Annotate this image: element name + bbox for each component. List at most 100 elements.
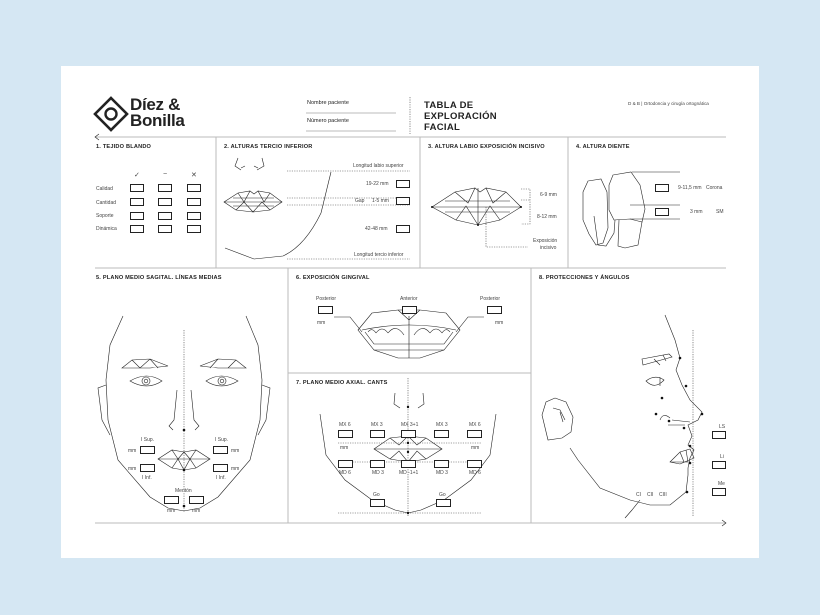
brand-name-line1: Díez & bbox=[130, 95, 181, 114]
input-box[interactable] bbox=[140, 464, 155, 472]
neutral-header: − bbox=[163, 171, 168, 178]
label: 9-11,5 mm bbox=[678, 185, 702, 191]
input-box[interactable] bbox=[436, 499, 451, 507]
label: CI bbox=[636, 492, 641, 498]
input-box[interactable] bbox=[130, 212, 144, 220]
input-box[interactable] bbox=[158, 184, 172, 192]
label: mm bbox=[317, 320, 326, 326]
label: Longitud tercio inferior bbox=[354, 252, 404, 258]
label: CIII bbox=[659, 492, 667, 498]
input-box[interactable] bbox=[158, 212, 172, 220]
label: MX 6 bbox=[339, 422, 351, 428]
brand-name-line2: Bonilla bbox=[130, 111, 185, 130]
label: Anterior bbox=[400, 296, 418, 302]
input-box[interactable] bbox=[213, 446, 228, 454]
label: Go bbox=[439, 492, 446, 498]
input-box[interactable] bbox=[712, 488, 726, 496]
input-box[interactable] bbox=[164, 496, 179, 504]
input-box[interactable] bbox=[487, 306, 502, 314]
title-line: TABLA DE bbox=[424, 100, 474, 111]
input-box[interactable] bbox=[213, 464, 228, 472]
input-box[interactable] bbox=[396, 180, 410, 188]
input-box[interactable] bbox=[130, 225, 144, 233]
arrow-right-icon bbox=[721, 519, 727, 527]
patient-number-label: Número paciente bbox=[307, 118, 349, 124]
label: MD 6 bbox=[339, 470, 351, 476]
section-title: 2. ALTURAS TERCIO INFERIOR bbox=[224, 144, 313, 150]
input-box[interactable] bbox=[655, 208, 669, 216]
logo-icon bbox=[93, 96, 129, 132]
cross-header: ✕ bbox=[191, 172, 197, 179]
input-box[interactable] bbox=[187, 184, 201, 192]
label: Posterior bbox=[316, 296, 337, 302]
input-box[interactable] bbox=[187, 198, 201, 206]
label: I Sup. bbox=[215, 437, 229, 443]
label: SM bbox=[716, 209, 724, 215]
section-title: 6. EXPOSICIÓN GINGIVAL bbox=[296, 275, 370, 281]
input-box[interactable] bbox=[338, 430, 353, 438]
input-box[interactable] bbox=[396, 197, 410, 205]
input-box[interactable] bbox=[187, 225, 201, 233]
label: Exposición bbox=[533, 238, 558, 244]
section-title: 8. PROTECCIONES Y ÁNGULOS bbox=[539, 275, 630, 281]
input-box[interactable] bbox=[140, 446, 155, 454]
input-box[interactable] bbox=[158, 225, 172, 233]
label: I Inf. bbox=[142, 475, 152, 481]
label: MX 6 bbox=[469, 422, 481, 428]
input-box[interactable] bbox=[370, 460, 385, 468]
input-box[interactable] bbox=[467, 430, 482, 438]
input-box[interactable] bbox=[402, 306, 417, 314]
input-box[interactable] bbox=[467, 460, 482, 468]
label: Mentón bbox=[175, 488, 192, 494]
label: mm bbox=[471, 445, 480, 451]
label: LS bbox=[719, 424, 726, 430]
tagline: D & B | Ortodoncia y cirugía ortognática bbox=[628, 101, 709, 106]
label: CII bbox=[647, 492, 654, 498]
input-box[interactable] bbox=[434, 430, 449, 438]
row-label: Soporte bbox=[96, 213, 114, 219]
label: Longitud labio superior bbox=[353, 163, 404, 169]
input-box[interactable] bbox=[396, 225, 410, 233]
label: Go bbox=[373, 492, 380, 498]
section-title: 5. PLANO MEDIO SAGITAL. LÍNEAS MEDIAS bbox=[96, 275, 222, 281]
label: Corona bbox=[706, 185, 723, 191]
input-box[interactable] bbox=[712, 431, 726, 439]
input-box[interactable] bbox=[189, 496, 204, 504]
patient-name-label: Nombre paciente bbox=[307, 100, 349, 106]
input-box[interactable] bbox=[434, 460, 449, 468]
input-box[interactable] bbox=[712, 461, 726, 469]
label: MD 3 bbox=[372, 470, 384, 476]
input-box[interactable] bbox=[370, 430, 385, 438]
label: mm bbox=[231, 466, 240, 472]
label: 8-12 mm bbox=[537, 214, 557, 220]
input-box[interactable] bbox=[130, 184, 144, 192]
label: MX 3 bbox=[436, 422, 448, 428]
section-title: 4. ALTURA DIENTE bbox=[576, 144, 630, 150]
input-box[interactable] bbox=[655, 184, 669, 192]
label: mm bbox=[192, 508, 201, 514]
input-box[interactable] bbox=[338, 460, 353, 468]
label: MX 3 bbox=[371, 422, 383, 428]
label: mm bbox=[128, 448, 137, 454]
input-box[interactable] bbox=[318, 306, 333, 314]
row-label: Cantidad bbox=[96, 200, 117, 206]
section-title: 3. ALTURA LABIO EXPOSICIÓN INCISIVO bbox=[428, 144, 545, 150]
section-title: 7. PLANO MEDIO AXIAL. CANTS bbox=[296, 380, 388, 386]
label: MD -1+1 bbox=[399, 470, 419, 476]
check-header: ✓ bbox=[134, 172, 140, 179]
input-box[interactable] bbox=[130, 198, 144, 206]
label: 42-48 mm bbox=[365, 226, 388, 232]
page-title: TABLA DE EXPLORACIÓN FACIAL bbox=[424, 100, 497, 133]
input-box[interactable] bbox=[187, 212, 201, 220]
input-box[interactable] bbox=[401, 430, 416, 438]
arrow-left-icon bbox=[94, 133, 100, 141]
input-box[interactable] bbox=[370, 499, 385, 507]
label: Posterior bbox=[480, 296, 501, 302]
input-box[interactable] bbox=[401, 460, 416, 468]
label: I Sup. bbox=[141, 437, 155, 443]
label: MX 3+1 bbox=[401, 422, 419, 428]
label: I Inf. bbox=[216, 475, 226, 481]
input-box[interactable] bbox=[158, 198, 172, 206]
label: 1-5 mm bbox=[372, 198, 389, 204]
